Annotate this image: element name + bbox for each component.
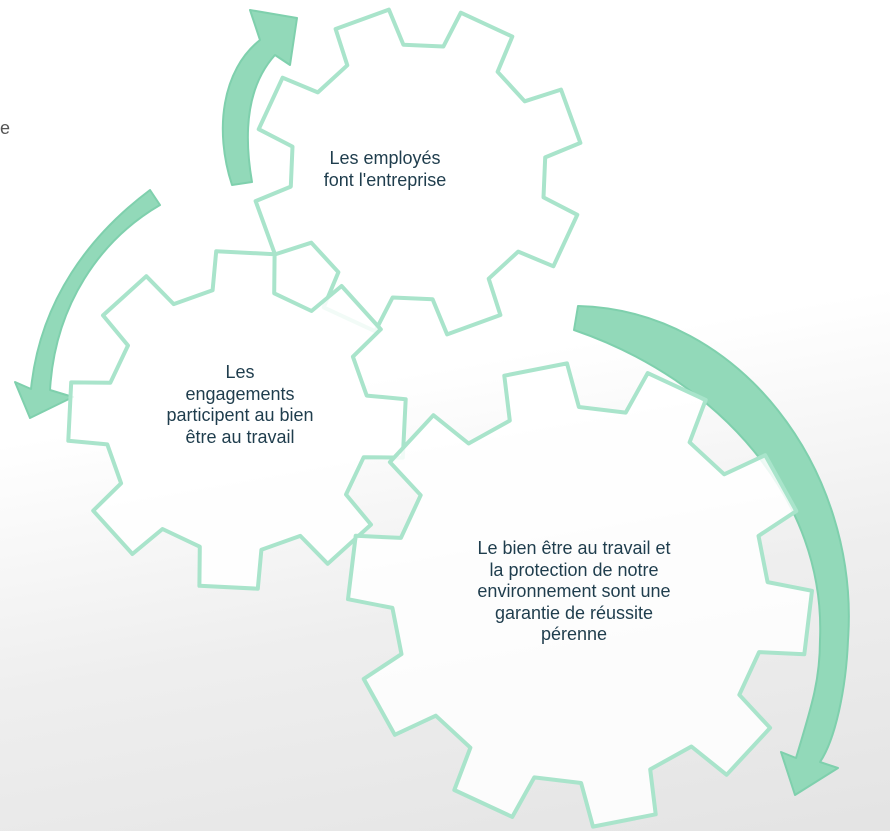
arrow-down-left-icon (14, 189, 161, 419)
arrow-up-icon (221, 9, 298, 186)
gear-employees-icon (253, 7, 583, 337)
gear-text-employees: Les employés font l'entreprise (323, 148, 447, 190)
gear-text-wellbeing: Le bien être au travail et la protection… (477, 538, 671, 645)
gears-layer (66, 7, 814, 829)
edge-text-fragment: e (0, 118, 11, 138)
gear-text-commitments: Les engagements participent au bien être… (166, 362, 314, 447)
gear-wellbeing-icon (346, 361, 814, 829)
